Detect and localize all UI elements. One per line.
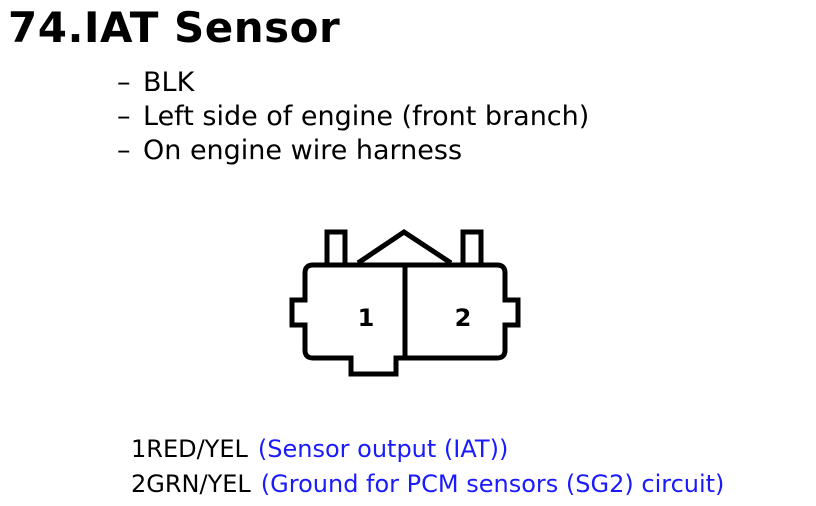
detail-text: Left side of engine (front branch)	[143, 101, 590, 132]
detail-item: –On engine wire harness	[117, 134, 589, 168]
dash-bullet: –	[117, 67, 131, 98]
left-latch-tab	[324, 229, 348, 265]
detail-text: BLK	[143, 67, 195, 98]
connector-diagram: 1 2	[289, 228, 521, 377]
detail-item: –BLK	[117, 66, 589, 100]
pin-id: 1RED/YEL	[131, 435, 248, 463]
pin-list: 1RED/YEL (Sensor output (IAT)) 2GRN/YEL (G…	[131, 432, 724, 502]
connector-peak	[356, 228, 453, 266]
pin-row: 2GRN/YEL (Ground for PCM sensors (SG2) ci…	[131, 467, 724, 502]
detail-list: –BLK –Left side of engine (front branch)…	[117, 66, 589, 168]
connector-body	[289, 262, 521, 377]
detail-item: –Left side of engine (front branch)	[117, 100, 589, 134]
pin-description: (Ground for PCM sensors (SG2) circuit)	[260, 470, 725, 498]
pin-id: 2GRN/YEL	[131, 470, 251, 498]
pin-label-1: 1	[358, 304, 375, 332]
pin-description: (Sensor output (IAT))	[257, 435, 509, 463]
pin-row: 1RED/YEL (Sensor output (IAT))	[131, 432, 724, 467]
dash-bullet: –	[117, 135, 131, 166]
dash-bullet: –	[117, 101, 131, 132]
page-title: 74.IAT Sensor	[8, 3, 341, 52]
pin-label-2: 2	[455, 304, 472, 332]
detail-text: On engine wire harness	[143, 135, 463, 166]
right-latch-tab	[460, 229, 484, 265]
